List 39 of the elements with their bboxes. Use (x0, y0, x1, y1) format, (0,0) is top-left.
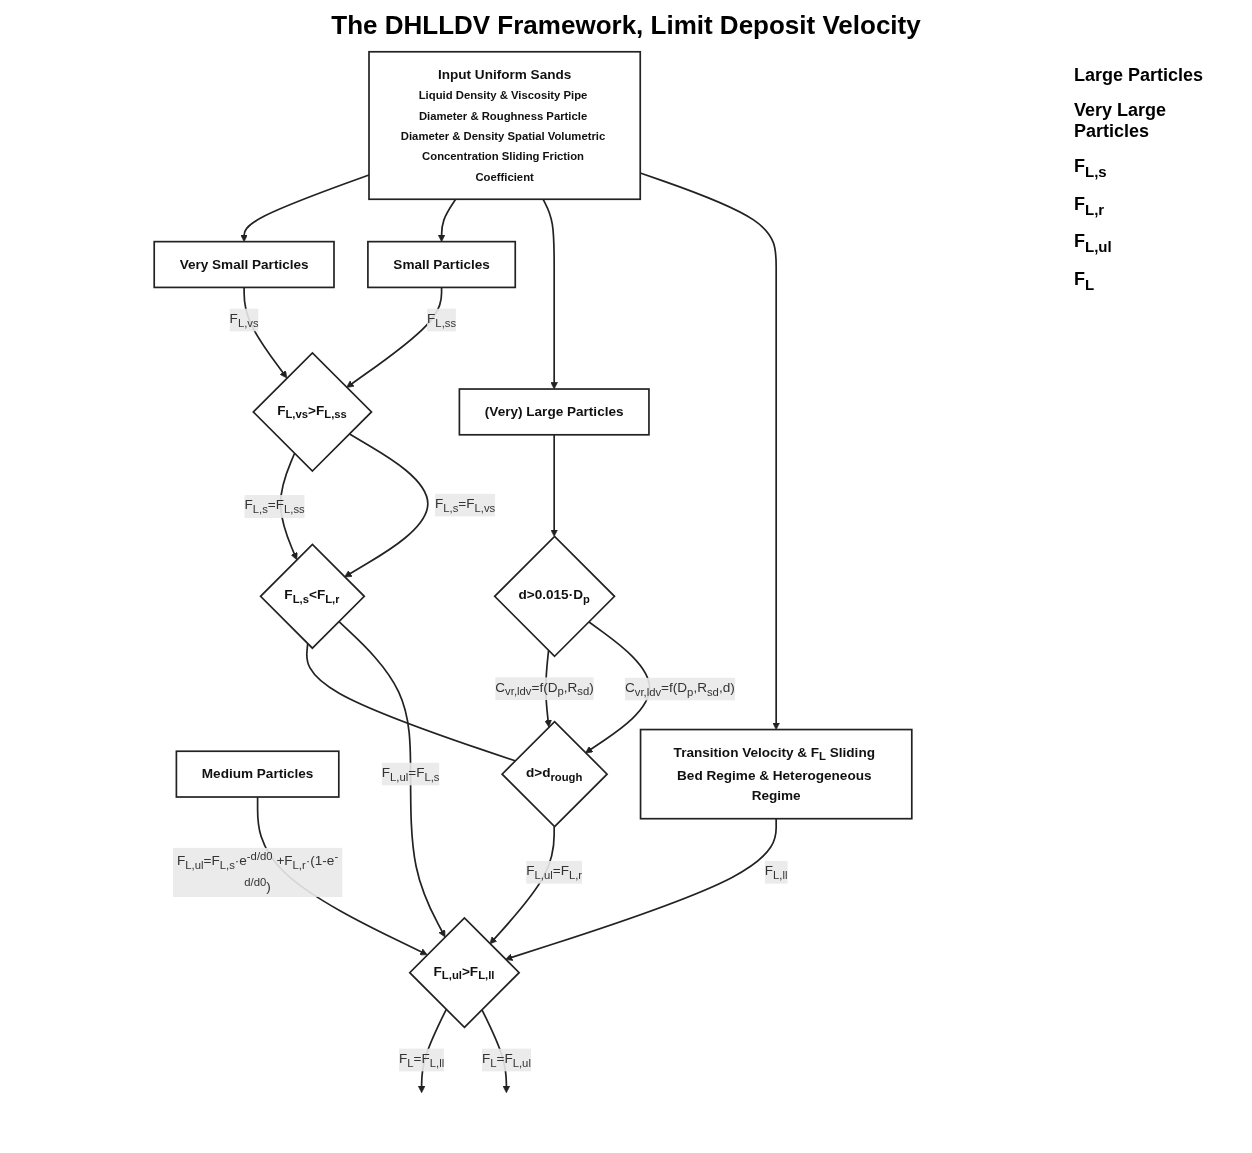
node-diamond: F$_{L,s}$<F$_{L,r}$ (259, 543, 366, 650)
node-box: Input Uniform Sands Liquid Density & Viscosity Pipe Diameter & Roughness Particle Diameter & Density Spatial Volumetric Concentration Sliding Friction Coefficient (368, 50, 642, 201)
arrow (346, 286, 443, 388)
note-text: F$_{L}$ (1074, 268, 1096, 293)
edge-label: F$_{L,ul}$=F$_{L,r}$ (526, 863, 583, 882)
edge-label: F$_{L}$=F$_{L,ll}$ (399, 1051, 445, 1070)
node-box: Transition Velocity & F$_{L}$ Sliding Bed Regime & Heterogeneous Regime (639, 728, 913, 820)
edge-label: F$_{L,s}$=F$_{L,vs}$ (434, 496, 496, 515)
edge-label: F$_{L}$=F$_{L,ul}$ (481, 1051, 531, 1070)
note-text: F$_{L,ul}$ (1074, 231, 1113, 255)
node-diamond: F$_{L,ul}$>F$_{L,ll}$ (408, 916, 521, 1029)
note-text: Large Particles (1074, 65, 1205, 86)
arrow (542, 198, 558, 390)
title: The DHLLDV Framework, Limit Deposit Velocity (331, 10, 921, 41)
note-text: F$_{L,s}$ (1074, 156, 1108, 180)
arrow (240, 174, 370, 242)
edge-label: F$_{L,ul}$=F$_{L,s}$ (381, 765, 440, 784)
node-diamond: d>0.015·D$_{p}$ (493, 535, 616, 658)
edge-label: C$_{vr,ldv}$=f(D$_{p}$,R$_{sd}$) (495, 679, 594, 698)
arrow (437, 198, 457, 242)
note-text: Very Large Particles (1074, 100, 1168, 142)
edge-label: F$_{L,vs}$ (229, 311, 259, 330)
connector (305, 643, 516, 762)
edge-label: C$_{vr,ldv}$=f(D$_{p}$,R$_{sd}$,d) (624, 680, 735, 699)
arrow (505, 817, 777, 961)
edge-label: F$_{L,ll}$ (764, 863, 788, 882)
node-box: Small Particles (367, 240, 517, 289)
edge-label: F$_{L,ul}$=F$_{L,s}$·e$^{-d/d0}$ +F$_{L,r}$·(1-e$^{-}$$^{d/d0}$) (177, 849, 339, 894)
edge-label: F$_{L,ss}$ (427, 311, 457, 330)
node-box: Very Small Particles (153, 240, 335, 289)
arrow (337, 620, 446, 938)
node-box: (Very) Large Particles (458, 388, 650, 436)
node-diamond: F$_{L,vs}$>F$_{L,ss}$ (252, 351, 373, 473)
node-box: Medium Particles (175, 750, 340, 798)
arrow (344, 433, 429, 578)
arrow (550, 433, 558, 537)
note-text: F$_{L,r}$ (1074, 193, 1106, 218)
node-diamond: d>d$_{rough}$ (500, 720, 609, 828)
edge-label: F$_{L,s}$=F$_{L,ss}$ (244, 497, 305, 516)
